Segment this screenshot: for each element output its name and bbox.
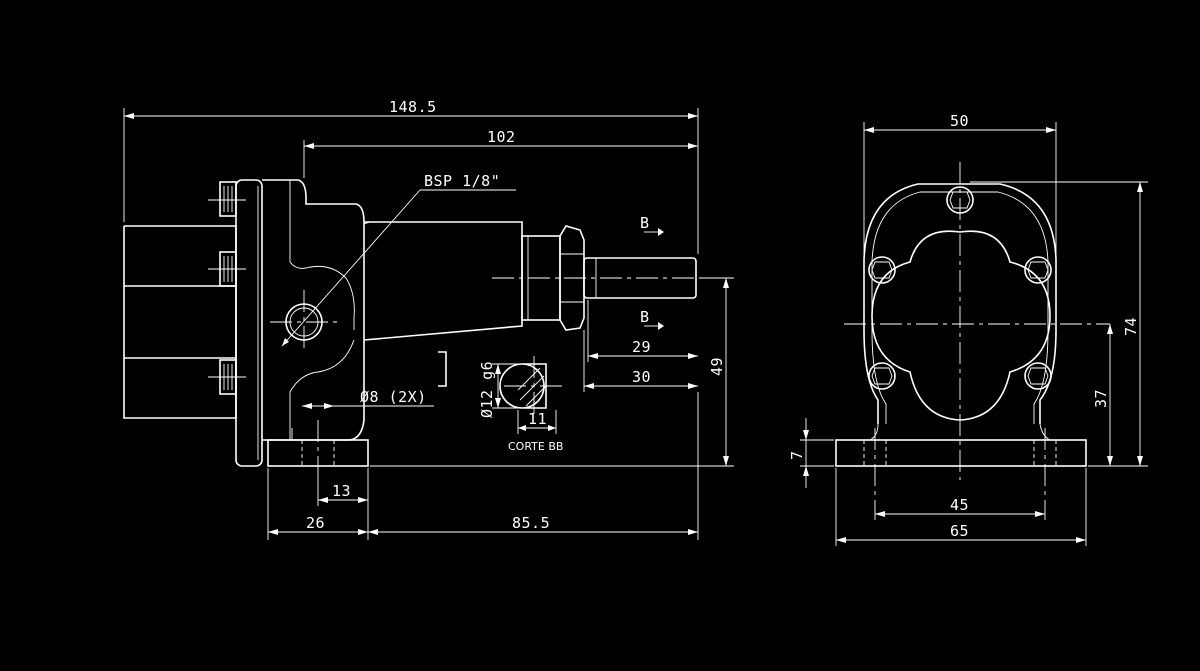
section-mark-top: B <box>640 214 664 236</box>
dim-front-height-text: 74 <box>1122 317 1140 336</box>
dim-flat-width: 11 <box>517 410 557 434</box>
dim-mount-holes-text: Ø8 (2X) <box>360 388 427 406</box>
dim-hole-spacing: 45 <box>875 496 1045 517</box>
front-view: 50 74 37 7 <box>788 112 1148 546</box>
dim-shaft-diameter: Ø12 g6 <box>478 361 530 418</box>
dim-hole-offset-text: 13 <box>332 482 351 500</box>
dim-base-thickness-text: 7 <box>788 450 806 460</box>
dim-base-length-text: 26 <box>306 514 325 532</box>
dim-shaft-length: 29 <box>587 300 698 362</box>
dim-base-to-end-text: 85.5 <box>512 514 550 532</box>
dim-base-length: 26 <box>267 468 368 540</box>
dim-overall-length: 148.5 <box>123 98 699 254</box>
section-bb-label: CORTE BB <box>508 440 563 453</box>
dim-height-to-axis-text: 49 <box>708 357 726 376</box>
cover-bolts <box>208 181 246 395</box>
side-view: B B BSP 1/8" 148.5 1 <box>123 98 734 540</box>
dim-axis-height-text: 37 <box>1092 389 1110 408</box>
dim-shaft-diameter-text: Ø12 g6 <box>478 361 496 418</box>
dim-front-width-text: 50 <box>950 112 969 130</box>
drive-shaft <box>492 257 718 299</box>
front-bolt-upper-left <box>868 256 896 284</box>
dim-flat-width-text: 11 <box>528 410 547 428</box>
base-flange <box>267 420 369 472</box>
front-base <box>835 423 1087 520</box>
dim-front-width: 50 <box>863 112 1057 260</box>
dim-body-length: 102 <box>303 128 698 178</box>
port-thread-label: BSP 1/8" <box>424 172 500 190</box>
bearing-housing <box>363 221 523 387</box>
cover-plate <box>235 179 263 467</box>
dim-axis-height: 37 <box>1092 324 1113 466</box>
dim-front-base-width-text: 65 <box>950 522 969 540</box>
front-bolt-lower-right <box>1024 362 1052 390</box>
section-bb: Ø12 g6 11 CORTE BB <box>478 356 563 453</box>
dim-shaft-projection-text: 30 <box>632 368 651 386</box>
port-leader: BSP 1/8" <box>281 172 516 347</box>
dim-base-to-end: 85.5 <box>368 392 699 540</box>
dim-base-thickness: 7 <box>788 418 834 488</box>
dim-overall-length-text: 148.5 <box>389 98 437 116</box>
dim-shaft-projection: 30 <box>583 330 698 392</box>
dim-height-to-axis: 49 <box>370 277 734 467</box>
pump-body <box>262 179 365 441</box>
dim-hole-offset: 13 <box>317 468 369 540</box>
section-mark-label-top: B <box>640 214 650 232</box>
dim-shaft-length-text: 29 <box>632 338 651 356</box>
dim-mount-holes: Ø8 (2X) <box>302 388 434 409</box>
rear-housing <box>123 225 237 419</box>
dim-body-length-text: 102 <box>487 128 516 146</box>
dim-hole-spacing-text: 45 <box>950 496 969 514</box>
front-bolt-lower-left <box>868 362 896 390</box>
section-mark-bottom: B <box>640 308 664 330</box>
dim-front-height: 74 <box>970 181 1148 467</box>
section-mark-label-bottom: B <box>640 308 650 326</box>
front-bolt-upper-right <box>1024 256 1052 284</box>
dim-front-base-width: 65 <box>835 468 1087 546</box>
